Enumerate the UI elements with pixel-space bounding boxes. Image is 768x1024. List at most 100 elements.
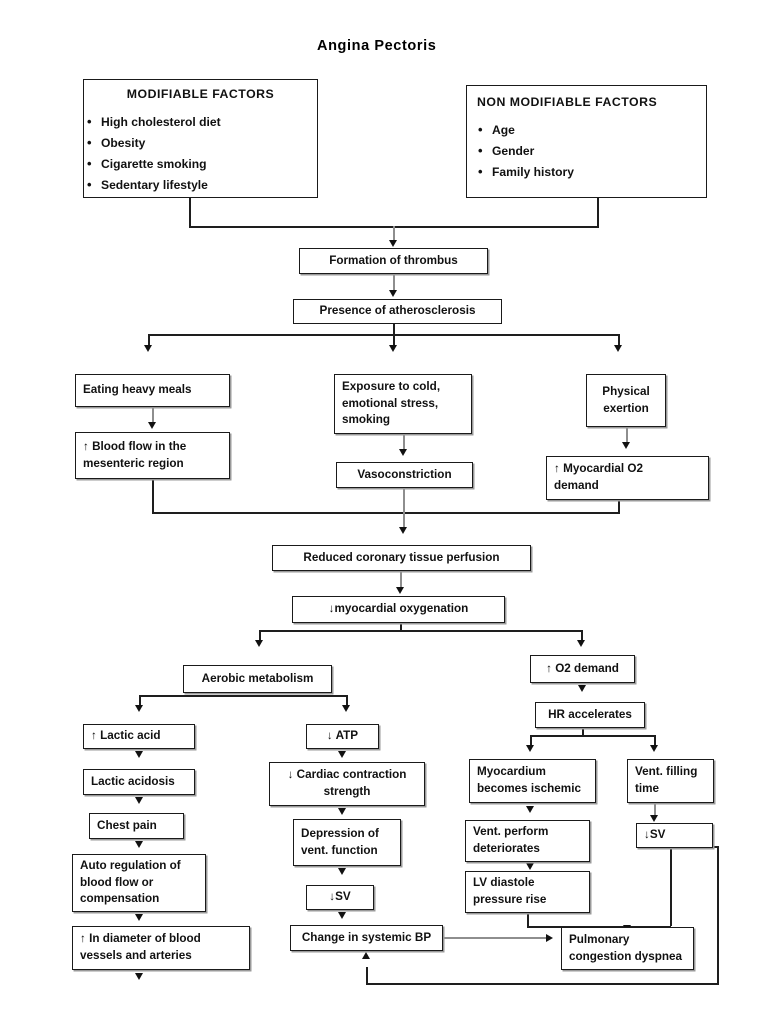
- list-item: Gender: [475, 144, 706, 157]
- node-atp: ↓ ATP: [306, 724, 379, 749]
- node-lactic-acidosis: Lactic acidosis: [83, 769, 195, 795]
- node-label-line-1: ↑ Myocardial O2: [554, 462, 643, 476]
- node-formation-of-thrombus: Formation of thrombus: [299, 248, 488, 274]
- modifiable-factors-heading: MODIFIABLE FACTORS: [126, 87, 275, 101]
- node-label: Change in systemic BP: [301, 930, 432, 944]
- arrow-down-icon: [135, 841, 143, 848]
- list-item: Family history: [475, 165, 706, 178]
- node-label-line-2: strength: [323, 785, 371, 798]
- node-label-line-1: Vent. filling: [635, 765, 698, 779]
- node-change-in-systemic-bp: Change in systemic BP: [290, 925, 443, 951]
- node-label-line-2: demand: [554, 479, 599, 492]
- arrow-down-icon: [135, 914, 143, 921]
- arrow-down-icon: [342, 705, 350, 712]
- connector-split-aerobic-drop: [259, 630, 261, 641]
- node-label: ↑ Lactic acid: [91, 729, 161, 743]
- node-myocardium-becomes-ischemic: Myocardium becomes ischemic: [469, 759, 596, 803]
- connector-hr-split-bar: [530, 735, 655, 737]
- node-depression-vent-function: Depression of vent. function: [293, 819, 401, 866]
- node-label-line-3: smoking: [342, 413, 391, 427]
- connector-oxygenation-drop: [400, 623, 402, 631]
- arrow-down-icon: [144, 345, 152, 352]
- node-lactic-acid: ↑ Lactic acid: [83, 724, 195, 749]
- arrow-down-icon: [135, 797, 143, 804]
- connector-atherosclerosis-drop: [393, 324, 395, 335]
- node-blood-flow-mesenteric: ↑ Blood flow in the mesenteric region: [75, 432, 230, 479]
- connector-ventfilling-to-sv: [654, 803, 656, 817]
- connector-bp-to-pulmonary: [443, 937, 547, 939]
- list-item: Age: [475, 123, 706, 136]
- node-label: Reduced coronary tissue perfusion: [303, 550, 500, 564]
- connector-exertion-to-o2demand: [626, 427, 628, 444]
- connector-modifiable-drop: [189, 198, 191, 227]
- connector-split-lactic-drop: [139, 695, 141, 706]
- node-label: ↑ O2 demand: [546, 661, 619, 675]
- node-myocardial-oxygenation: ↓myocardial oxygenation: [292, 596, 505, 623]
- node-label-line-3: compensation: [80, 892, 160, 906]
- node-label-line-2: deteriorates: [473, 842, 540, 855]
- node-vent-filling-time: Vent. filling time: [627, 759, 714, 803]
- connector-svright-drop: [670, 848, 672, 926]
- connector-exposure-to-vasoconstriction: [403, 434, 405, 451]
- connector-lv-drop: [527, 913, 529, 927]
- modifiable-factors-list: High cholesterol diet Obesity Cigarette …: [84, 115, 317, 191]
- node-label-line-1: ↑ Blood flow in the: [83, 439, 187, 453]
- node-label-line-1: ↓ Cardiac contraction: [287, 768, 407, 782]
- connector-hr-drop: [582, 728, 584, 736]
- node-label-line-2: mesenteric region: [83, 456, 184, 470]
- node-label-line-1: Depression of: [301, 826, 379, 840]
- connector-feedback-bottom-bar: [366, 983, 718, 985]
- node-vasoconstriction: Vasoconstriction: [336, 462, 473, 488]
- node-label-line-2: time: [635, 782, 660, 795]
- arrow-down-icon: [338, 912, 346, 919]
- node-label-line-1: LV diastole: [473, 876, 535, 890]
- arrow-right-icon: [546, 934, 553, 942]
- arrow-down-icon: [614, 345, 622, 352]
- modifiable-factors-panel: MODIFIABLE FACTORS High cholesterol diet…: [83, 79, 318, 198]
- connector-factors-to-thrombus: [393, 226, 395, 242]
- arrow-down-icon: [396, 587, 404, 594]
- node-eating-heavy-meals: Eating heavy meals: [75, 374, 230, 407]
- connector-nonmodifiable-drop: [597, 198, 599, 227]
- connector-lv-to-pulmonary-bar: [527, 926, 627, 928]
- arrow-down-icon: [526, 806, 534, 813]
- arrow-down-icon: [526, 745, 534, 752]
- node-label: Chest pain: [97, 818, 157, 832]
- connector-atherosclerosis-split-bar: [148, 334, 619, 336]
- node-label-line-2: congestion dyspnea: [569, 949, 683, 963]
- arrow-down-icon: [389, 345, 397, 352]
- arrow-down-icon: [389, 240, 397, 247]
- node-o2-demand: ↑ O2 demand: [530, 655, 635, 683]
- connector-merge-to-perfusion: [403, 512, 405, 529]
- node-myocardial-o2-demand: ↑ Myocardial O2 demand: [546, 456, 709, 500]
- connector-aerobic-split-bar: [139, 695, 348, 697]
- node-physical-exertion: Physical exertion: [586, 374, 666, 427]
- connector-hr-split-left-drop: [530, 735, 532, 746]
- node-label-line-1: Auto regulation of: [80, 859, 181, 873]
- connector-split-mid-drop: [393, 334, 395, 346]
- node-label: ↓SV: [644, 828, 666, 842]
- node-label-line-1: Pulmonary: [569, 932, 630, 946]
- connector-feedback-riser: [366, 967, 368, 985]
- arrow-down-icon: [255, 640, 263, 647]
- arrow-down-icon: [338, 808, 346, 815]
- list-item: High cholesterol diet: [84, 115, 317, 128]
- node-label-line-1: Vent. perform: [473, 825, 549, 839]
- node-label-line-2: becomes ischemic: [477, 782, 581, 795]
- node-presence-of-atherosclerosis: Presence of atherosclerosis: [293, 299, 502, 324]
- node-label: ↓myocardial oxygenation: [328, 602, 469, 616]
- connector-eating-to-bloodflow: [152, 407, 154, 424]
- node-label: HR accelerates: [548, 707, 632, 721]
- connector-vasoconstriction-down: [403, 488, 405, 513]
- arrow-down-icon: [338, 751, 346, 758]
- node-label: Eating heavy meals: [83, 383, 192, 397]
- non-modifiable-factors-heading: NON MODIFIABLE FACTORS: [477, 95, 658, 109]
- arrow-down-icon: [135, 973, 143, 980]
- node-sv-left: ↓SV: [306, 885, 374, 910]
- node-label: Presence of atherosclerosis: [319, 304, 476, 318]
- node-label: Aerobic metabolism: [201, 671, 314, 685]
- arrow-down-icon: [399, 527, 407, 534]
- arrow-down-icon: [578, 685, 586, 692]
- node-label: Lactic acidosis: [91, 774, 175, 788]
- node-cardiac-contraction-strength: ↓ Cardiac contraction strength: [269, 762, 425, 806]
